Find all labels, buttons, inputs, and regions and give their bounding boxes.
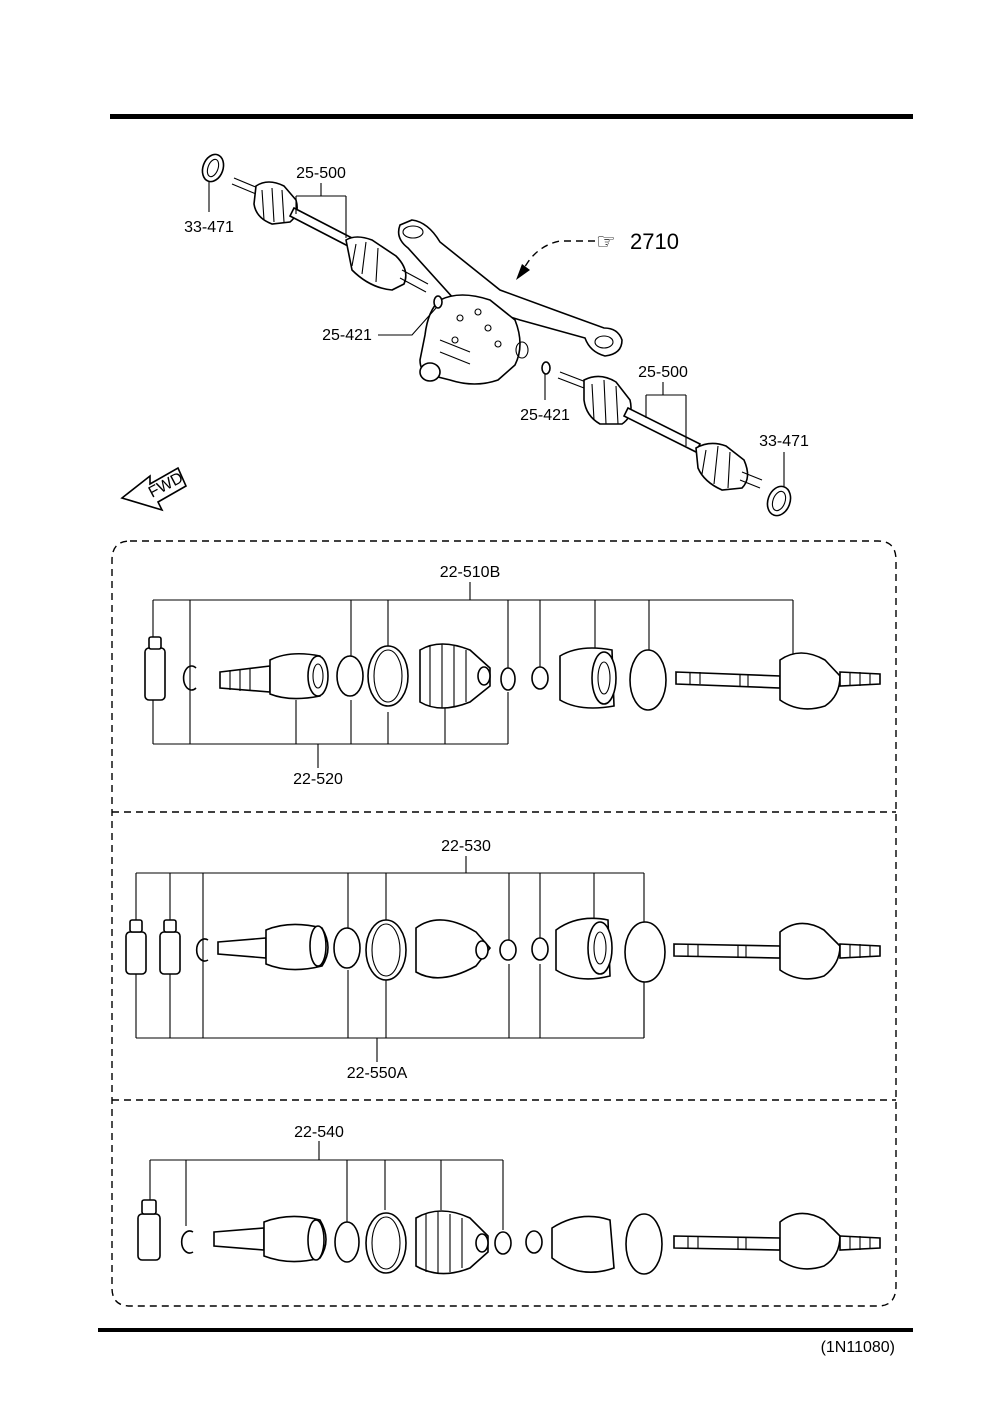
clip-right (541, 361, 551, 375)
label-kit-22-550a: 22-550A (347, 1065, 408, 1082)
label-shaft-right: 25-500 (638, 364, 688, 381)
panel-1 (144, 582, 881, 768)
reference-hand-icon: ☞ (596, 229, 616, 254)
fwd-arrow-icon: FWD (120, 466, 188, 512)
differential-assembly (397, 219, 623, 385)
panel-3 (137, 1141, 881, 1275)
label-kit-22-540: 22-540 (294, 1124, 344, 1141)
kit-panels-border (111, 540, 897, 1307)
seal-left (201, 153, 225, 183)
left-driveshaft (231, 177, 429, 293)
label-clip-right: 25-421 (520, 407, 570, 424)
differential-housing (419, 294, 521, 385)
reference-arrow-head (516, 264, 530, 280)
seal-right (766, 485, 792, 517)
label-kit-22-520: 22-520 (293, 771, 343, 788)
figure-code: (1N11080) (821, 1339, 895, 1356)
label-clip-left: 25-421 (322, 327, 372, 344)
crossmember (397, 219, 623, 357)
label-seal-left: 33-471 (184, 219, 234, 236)
bottom-rule (98, 1328, 913, 1332)
label-kit-22-530: 22-530 (441, 838, 491, 855)
top-rule (110, 114, 913, 119)
panel-2 (125, 856, 881, 1062)
label-seal-right: 33-471 (759, 433, 809, 450)
right-driveshaft (557, 371, 763, 491)
label-kit-22-510b: 22-510B (440, 564, 501, 581)
clip-left (433, 295, 443, 309)
label-shaft-left: 25-500 (296, 165, 346, 182)
reference-number: 2710 (630, 229, 679, 254)
